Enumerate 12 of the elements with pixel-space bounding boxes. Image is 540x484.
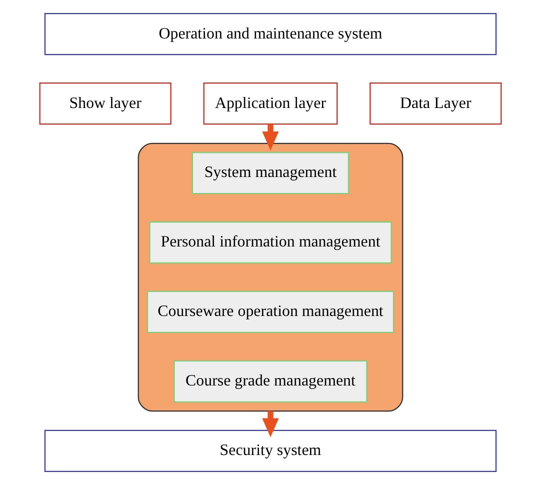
arrow — [262, 410, 278, 437]
node-box: Courseware operation management — [146, 290, 394, 333]
arrow — [262, 124, 278, 150]
node-box: Personal information management — [148, 220, 392, 264]
node-box: System management — [191, 151, 349, 194]
node-box: Operation and maintenance system — [44, 12, 496, 55]
node-box: Application layer — [202, 82, 338, 124]
node-box: Show layer — [38, 82, 171, 124]
node-box: Data Layer — [369, 82, 502, 124]
node-box: Security system — [44, 429, 496, 472]
node-box: Course grade management — [173, 360, 367, 402]
cluster — [137, 142, 403, 412]
